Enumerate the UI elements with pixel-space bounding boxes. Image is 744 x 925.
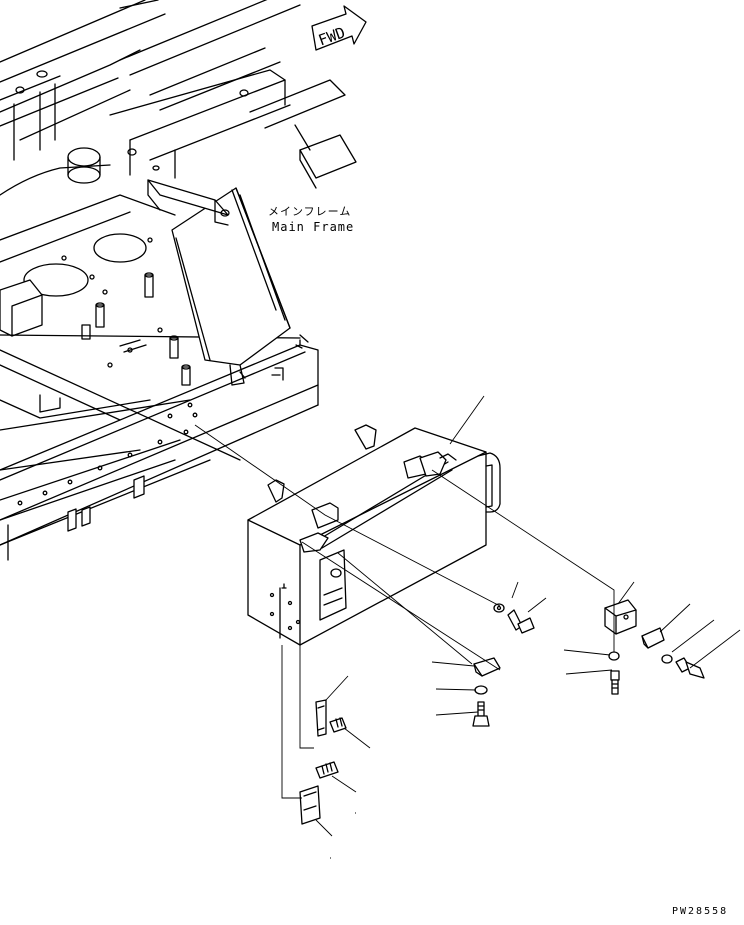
washer-2 bbox=[474, 685, 488, 695]
drawing-code: PW28558 bbox=[672, 906, 729, 917]
hardware bbox=[299, 599, 705, 825]
floor-bosses bbox=[81, 272, 191, 386]
handle-clamp-2 bbox=[299, 785, 321, 825]
handle-clamp-1 bbox=[315, 699, 327, 737]
battery-box bbox=[247, 424, 501, 646]
right-bracket bbox=[604, 599, 637, 635]
main-frame-label-jp: メインフレーム bbox=[268, 205, 352, 218]
main-frame bbox=[0, 0, 357, 561]
washer-1 bbox=[493, 603, 505, 613]
fwd-arrow-icon: FWD bbox=[311, 5, 367, 51]
clip-1 bbox=[473, 657, 501, 677]
washer-4 bbox=[661, 654, 673, 664]
bolt-1 bbox=[507, 609, 535, 634]
bolt-5 bbox=[329, 717, 347, 733]
bolt-2 bbox=[472, 701, 490, 727]
main-frame-label-en: Main Frame bbox=[272, 220, 355, 234]
clip-2 bbox=[641, 627, 665, 649]
washer-3 bbox=[608, 651, 620, 661]
beam-holes bbox=[17, 402, 198, 506]
leader-lines bbox=[194, 395, 741, 859]
bolt-3 bbox=[610, 670, 620, 695]
bolt-6 bbox=[315, 761, 339, 779]
